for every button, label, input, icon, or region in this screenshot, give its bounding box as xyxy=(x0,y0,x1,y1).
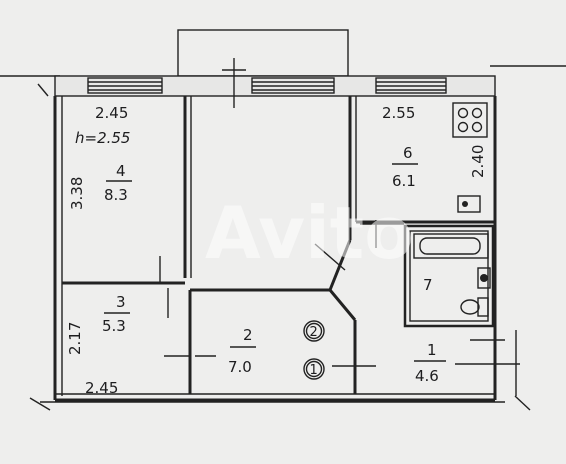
room-3-width: 2.45 xyxy=(85,379,118,397)
stove-icon xyxy=(452,102,488,138)
outer-walls xyxy=(53,96,497,402)
top-window-band xyxy=(54,58,496,108)
room-1-area: 4.6 xyxy=(415,367,439,385)
room-3-area: 5.3 xyxy=(102,317,126,335)
room-6-number: 6 xyxy=(403,144,413,162)
room-1-number: 1 xyxy=(427,341,437,359)
door-marks xyxy=(159,220,520,396)
svg-text:1: 1 xyxy=(310,363,318,378)
watermark-text: Avito xyxy=(205,191,414,275)
room-3-length: 2.17 xyxy=(66,322,84,355)
room-2-area: 7.0 xyxy=(228,358,252,376)
room-4-ceiling-height: h=2.55 xyxy=(75,129,130,147)
room-4-area: 8.3 xyxy=(104,186,128,204)
room-6-length: 2.40 xyxy=(469,145,487,178)
outer-guide-lines xyxy=(0,65,566,411)
svg-text:2: 2 xyxy=(310,325,318,340)
room-4-number: 4 xyxy=(116,162,126,180)
toilet-icon xyxy=(460,297,489,317)
room-2-number: 2 xyxy=(243,326,253,344)
kitchen-sink-icon xyxy=(457,195,481,213)
room-6-width: 2.55 xyxy=(382,104,415,122)
watermark: Avito xyxy=(205,191,414,275)
bathtub-icon xyxy=(413,233,489,259)
room-4-length: 3.38 xyxy=(68,177,86,210)
circled-mark-2: 2 xyxy=(303,320,325,342)
interior-walls xyxy=(62,96,495,394)
room-7-number: 7 xyxy=(423,276,433,294)
wash-basin-icon xyxy=(477,267,491,289)
room-6-area: 6.1 xyxy=(392,172,416,190)
circled-mark-1: 1 xyxy=(303,358,325,380)
room-3-number: 3 xyxy=(116,293,126,311)
room-4-width: 2.45 xyxy=(95,104,128,122)
